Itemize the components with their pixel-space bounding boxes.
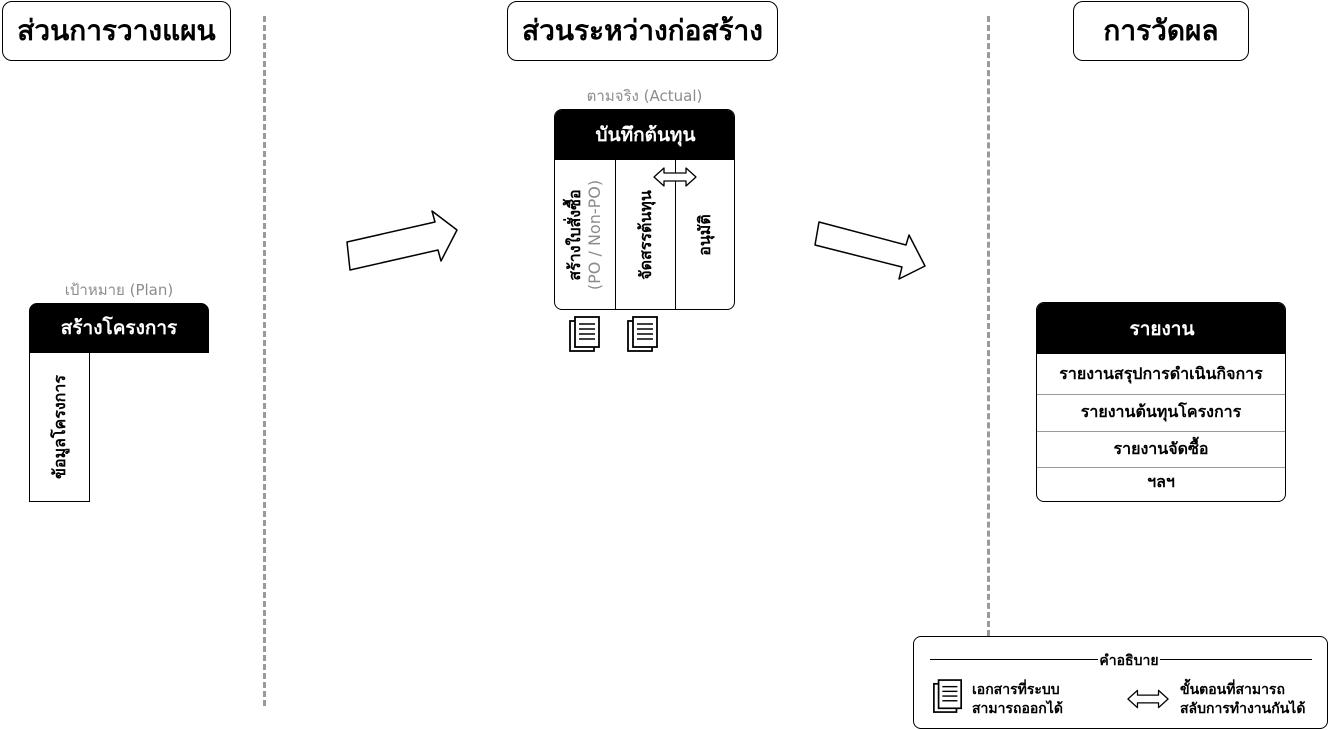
actual-col-create-po: สร้างใบสั่งซื้อ (PO / Non-PO) [565, 180, 605, 290]
actual-caption: ตามจริง (Actual) [586, 87, 703, 105]
plan-title: สร้างโครงการ [29, 303, 209, 353]
legend-swap-line2: สลับการทำงานกันได้ [1180, 701, 1306, 717]
arrow-right-icon [814, 221, 926, 280]
divider-right [987, 16, 990, 636]
legend-title: คำอธิบาย [1099, 653, 1159, 669]
double-arrow-icon [1127, 689, 1169, 709]
legend-box: คำอธิบาย เอกสารที่ระบบ สามารถออกได้ ขั้น… [913, 636, 1328, 729]
divider-left [263, 16, 266, 706]
section-planning-header: ส่วนการวางแผน [2, 1, 231, 61]
actual-col-approve: อนุมัติ [695, 214, 714, 256]
report-separator [1037, 467, 1285, 468]
report-separator [1037, 394, 1285, 395]
double-arrow-icon [653, 167, 697, 187]
plan-item-box: ข้อมูลโครงการ [29, 353, 90, 502]
legend-swap-line1: ขั้นตอนที่สามารถ [1180, 682, 1285, 698]
report-item: รายงานต้นทุนโครงการ [1080, 402, 1242, 421]
report-separator [1037, 431, 1285, 432]
section-construction-header: ส่วนระหว่างก่อสร้าง [507, 1, 778, 61]
actual-col-allocate: จัดสรรต้นทุน [636, 190, 655, 280]
legend-doc-text: เอกสารที่ระบบ สามารถออกได้ [972, 681, 1063, 719]
document-icon [933, 679, 963, 713]
legend-rule-left [930, 659, 1098, 660]
legend-doc-line2: สามารถออกได้ [972, 701, 1063, 717]
report-item: รายงานสรุปการดำเนินกิจการ [1059, 363, 1263, 383]
document-icon [569, 316, 600, 352]
report-item: รายงานจัดซื้อ [1113, 438, 1209, 458]
legend-swap-text: ขั้นตอนที่สามารถ สลับการทำงานกันได้ [1180, 681, 1305, 719]
actual-col-create-po-label: สร้างใบสั่งซื้อ [565, 189, 584, 281]
plan-item: ข้อมูลโครงการ [50, 375, 69, 479]
section-measurement-header: การวัดผล [1073, 1, 1249, 61]
actual-col-sep-2 [675, 160, 676, 309]
report-item: ฯลฯ [1147, 471, 1175, 491]
report-title: รายงาน [1037, 303, 1285, 354]
plan-caption: เป้าหมาย (Plan) [64, 281, 174, 299]
arrow-right-icon [346, 210, 458, 271]
actual-col-sep-1 [615, 160, 616, 309]
report-box: รายงาน รายงานสรุปการดำเนินกิจการ รายงานต… [1036, 302, 1286, 502]
legend-rule-right [1160, 659, 1312, 660]
actual-col-create-po-sub: (PO / Non-PO) [585, 179, 604, 291]
actual-title: บันทึกต้นทุน [555, 110, 734, 160]
legend-doc-line1: เอกสารที่ระบบ [972, 682, 1060, 698]
document-icon [627, 316, 658, 352]
actual-box: บันทึกต้นทุน สร้างใบสั่งซื้อ (PO / Non-P… [554, 109, 735, 310]
